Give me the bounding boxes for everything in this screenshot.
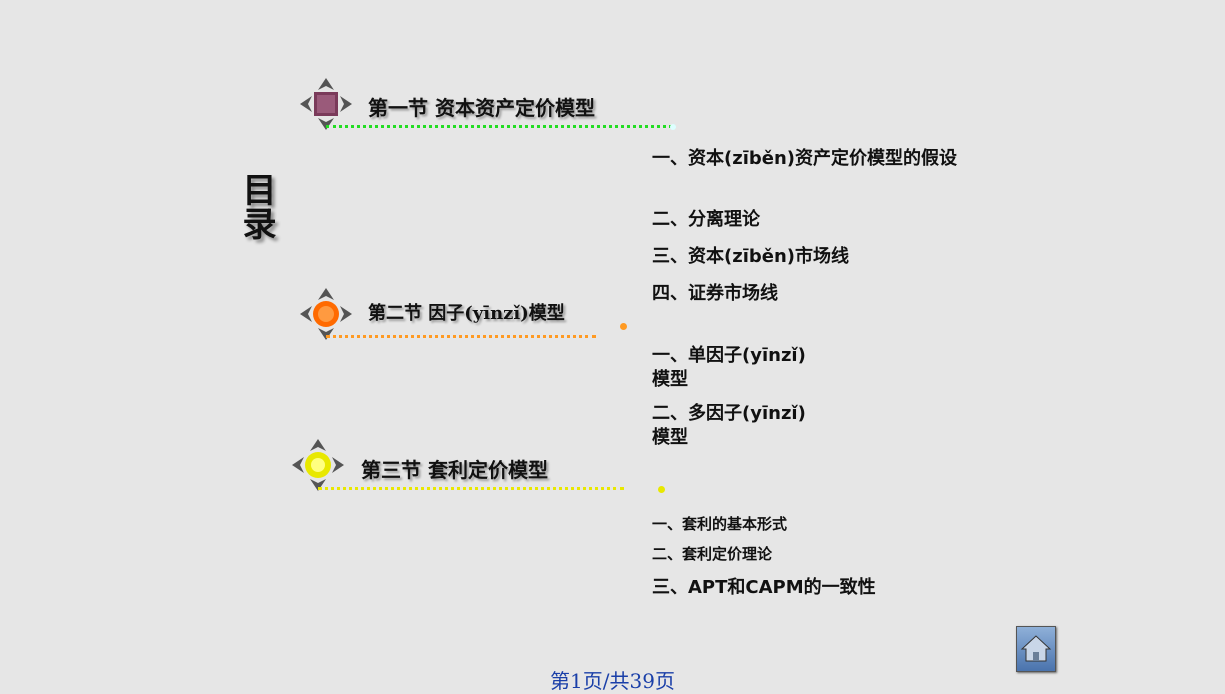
page-footer: 第1页/共39页 (550, 669, 675, 693)
section-2-title[interactable]: 第二节 因子(yīnzǐ)模型 (368, 303, 565, 324)
section-1-dotted-line (326, 125, 672, 128)
section-3-dotted-line (318, 487, 624, 490)
section-1-line-end (670, 124, 676, 130)
section-2-dot (620, 323, 627, 330)
section-1-item-2[interactable]: 二、分离理论 (652, 209, 760, 230)
home-button[interactable] (1016, 626, 1056, 672)
section-3-title[interactable]: 第三节 套利定价模型 (361, 458, 548, 482)
section-1-item-1[interactable]: 一、资本(zīběn)资产定价模型的假设 (652, 148, 958, 169)
home-icon (1020, 635, 1052, 662)
section-3-bullet-icon (292, 439, 344, 491)
section-3-item-3[interactable]: 三、APT和CAPM的一致性 (652, 577, 876, 598)
section-1-title[interactable]: 第一节 资本资产定价模型 (368, 96, 595, 120)
section-1-item-3[interactable]: 三、资本(zīběn)市场线 (652, 246, 850, 267)
section-2-item-2[interactable]: 二、多因子(yīnzǐ)模型 (652, 403, 806, 448)
section-2-dotted-line (326, 335, 596, 338)
toc-title: 目录 (236, 172, 276, 240)
section-1-bullet-icon (300, 78, 352, 130)
section-1-item-4[interactable]: 四、证券市场线 (652, 283, 778, 304)
section-3-item-1[interactable]: 一、套利的基本形式 (652, 515, 788, 533)
section-3-item-2[interactable]: 二、套利定价理论 (652, 545, 773, 563)
section-2-bullet-icon (300, 288, 352, 340)
section-2-item-1[interactable]: 一、单因子(yīnzǐ)模型 (652, 345, 806, 390)
section-3-dot (658, 486, 665, 493)
